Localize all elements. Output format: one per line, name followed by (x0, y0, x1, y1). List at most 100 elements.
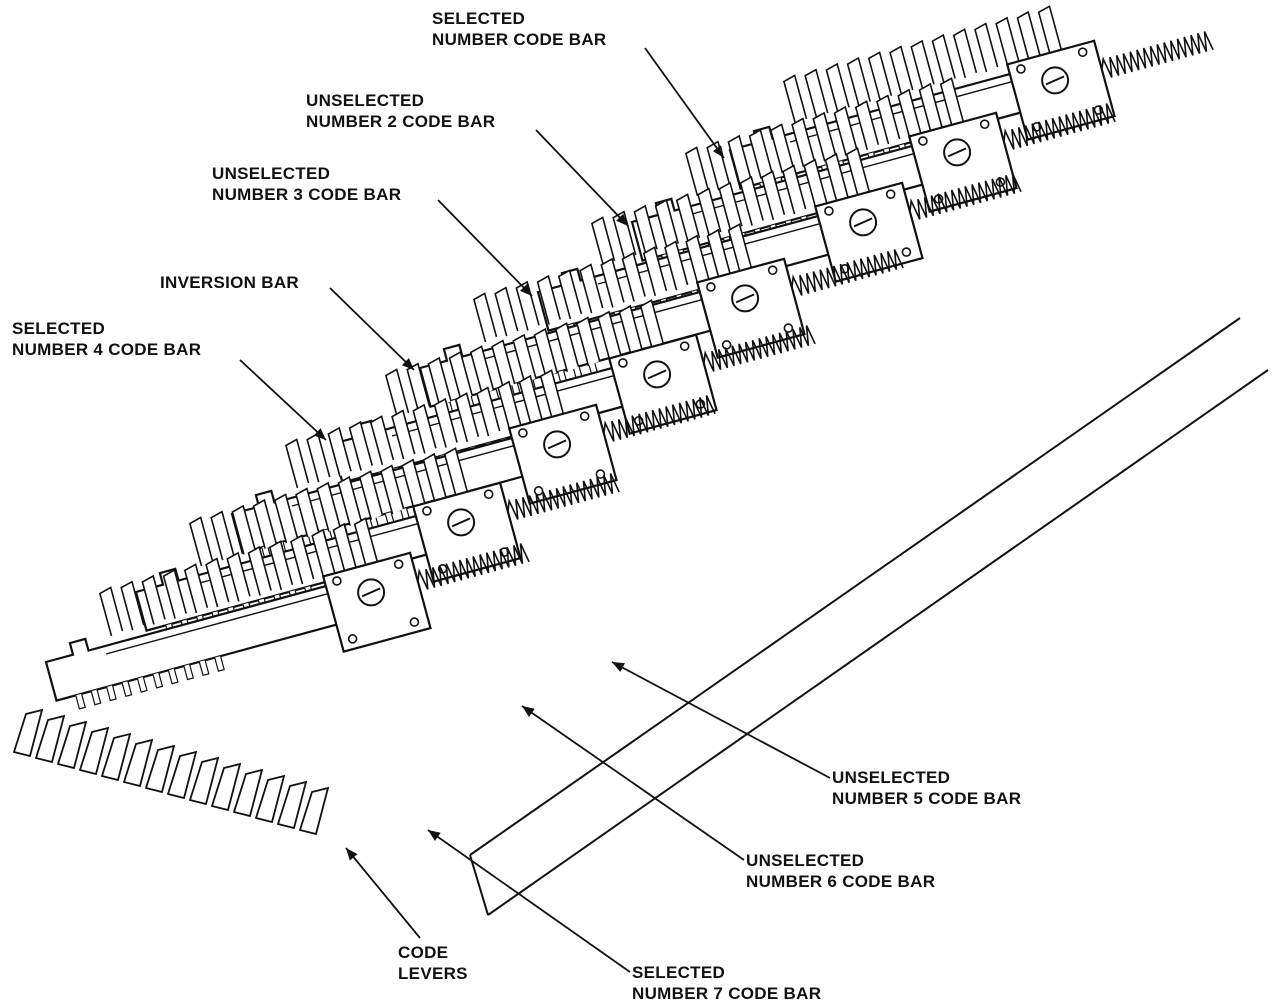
leader-arrowhead (428, 830, 441, 841)
code-bar-tooth (684, 146, 710, 197)
code-bar-rivet (721, 340, 732, 350)
code-bar-tooth (369, 415, 395, 466)
code-bar-tooth (846, 56, 871, 107)
code-bar-spring (703, 325, 816, 372)
leader-line (611, 661, 831, 779)
code-bar-body (44, 563, 415, 702)
code-bar-spring (603, 395, 716, 442)
code-bar-rivet (332, 576, 342, 586)
code-bar-rivet (783, 323, 794, 333)
code-bar-8-teeth (98, 517, 379, 637)
code-bar-tooth (597, 310, 622, 361)
code-lever (144, 744, 176, 794)
leader-arrowhead (401, 358, 414, 370)
leader-arrowhead (522, 706, 535, 717)
code-bar-tooth (974, 22, 999, 73)
leader-line (427, 829, 631, 973)
code-bar-tooth (739, 175, 764, 226)
code-bar-notch (136, 676, 148, 693)
code-bar-tooth (327, 426, 352, 477)
code-bar-rivet (901, 247, 912, 257)
code-bar-tooth (311, 528, 336, 579)
code-bar-tooth (995, 16, 1020, 67)
code-bar-notch (121, 681, 133, 698)
label-code-levers: CODE LEVERS (398, 943, 468, 983)
code-bar-tooth (353, 517, 379, 568)
code-bar-notch (183, 664, 195, 681)
code-bar-tooth (854, 100, 880, 151)
rod-end (469, 854, 489, 916)
label-unselected-number-3-code-bar: UNSELECTED NUMBER 3 CODE BAR (212, 164, 402, 204)
code-bar-tooth (533, 327, 558, 378)
leader-lines (239, 47, 831, 973)
code-bar-tooth (579, 263, 604, 314)
code-bar-tooth (760, 170, 786, 221)
leader-arrowhead (313, 428, 326, 440)
leader-arrowhead (520, 283, 532, 296)
code-bar-tooth (98, 586, 124, 637)
code-bar-8 (44, 517, 530, 710)
code-bar-spring (909, 173, 1022, 220)
code-bar-tooth (401, 458, 426, 509)
code-bar-rivet (618, 358, 628, 368)
label-unselected-number-6-code-bar: UNSELECTED NUMBER 6 CODE BAR (746, 851, 936, 891)
leader-line (329, 287, 415, 371)
code-bar-tooth (290, 534, 315, 585)
code-lever (78, 726, 110, 776)
code-bar-tooth (188, 516, 214, 567)
code-bar-spring (791, 249, 904, 296)
support-rods (469, 317, 1269, 916)
code-bar-rivet (885, 189, 896, 199)
code-bar-tooth (491, 339, 516, 390)
code-bar-tooth (210, 510, 235, 561)
code-bar-tooth (654, 198, 679, 249)
code-bar-tooth (727, 223, 753, 274)
code-bar-tooth (162, 568, 187, 619)
code-bar-tooth (791, 117, 816, 168)
code-bar-tooth (141, 574, 166, 625)
code-bar-tooth (633, 204, 658, 255)
label-selected-number-4-code-bar: SELECTED NUMBER 4 CODE BAR (12, 319, 202, 359)
code-bar-rivet (824, 206, 834, 216)
code-bar-tooth (1037, 5, 1063, 56)
code-bar-notch (90, 689, 102, 706)
code-bar-tooth (247, 545, 272, 596)
code-lever (188, 756, 220, 806)
code-bar-tooth (554, 322, 580, 373)
code-bar-tooth (273, 493, 299, 544)
code-bar-tooth (427, 356, 452, 407)
code-bar-tooth (675, 193, 701, 244)
code-bar-tooth (469, 345, 495, 396)
code-bar-tooth (845, 147, 871, 198)
code-bar-tooth (718, 181, 743, 232)
code-bar-tooth (748, 128, 773, 179)
code-bar-rivet (533, 486, 544, 496)
code-bar-tooth (889, 45, 914, 96)
label-unselected-number-5-code-bar: UNSELECTED NUMBER 5 CODE BAR (832, 768, 1022, 808)
code-bar-tooth (494, 286, 519, 337)
code-bar-tooth (512, 333, 537, 384)
code-bar-tooth (476, 386, 501, 437)
code-bar-tooth (769, 123, 795, 174)
code-bar-slot (947, 147, 967, 158)
code-bar-tooth (612, 210, 637, 261)
code-bar-tooth (536, 274, 561, 325)
code-bar-tooth (931, 33, 956, 84)
code-bar-tooth (284, 438, 310, 489)
code-bar-rivet (518, 428, 528, 438)
code-bar-tooth (295, 487, 320, 538)
code-bar-tooth (803, 158, 828, 209)
front-rod (469, 317, 1241, 856)
code-bar-notch (198, 660, 210, 677)
code-bar-tooth (782, 164, 807, 215)
code-bar-5-teeth (384, 299, 665, 419)
code-bar-notch (214, 655, 225, 672)
code-bar-tooth (664, 240, 689, 291)
leader-arrowhead (712, 145, 724, 158)
rear-rod (487, 369, 1269, 916)
code-lever (100, 732, 132, 782)
code-bar-tooth (706, 228, 731, 279)
code-bar-tooth (867, 51, 893, 102)
code-bar-1-teeth (782, 5, 1063, 125)
